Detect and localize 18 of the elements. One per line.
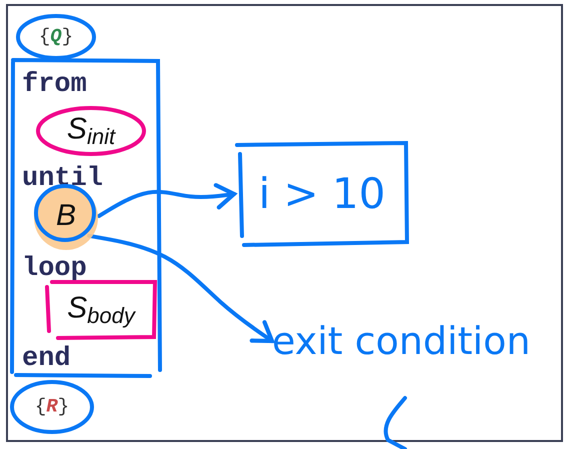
- loop-box: [10, 58, 162, 378]
- initialization-ellipse: [36, 106, 146, 156]
- keyword: loop: [22, 256, 87, 283]
- keyword: end: [22, 346, 71, 373]
- keyword: from: [22, 72, 87, 99]
- condition-box: [234, 140, 410, 248]
- assertion-label: {R}: [34, 398, 70, 416]
- math-symbol: B: [56, 201, 76, 231]
- math-symbol: S$_{body}$: [67, 293, 135, 327]
- precondition-circle: [16, 14, 96, 60]
- arrow: [97, 183, 236, 218]
- body-box: [44, 279, 158, 341]
- math-symbol: S$_{init}$: [66, 114, 116, 148]
- postcondition-circle: [10, 380, 94, 434]
- handwritten-text: i > 10: [258, 173, 386, 215]
- assertion-label: {Q}: [38, 28, 74, 46]
- handwritten-text: exit condition: [272, 322, 530, 360]
- keyword: until: [22, 166, 104, 193]
